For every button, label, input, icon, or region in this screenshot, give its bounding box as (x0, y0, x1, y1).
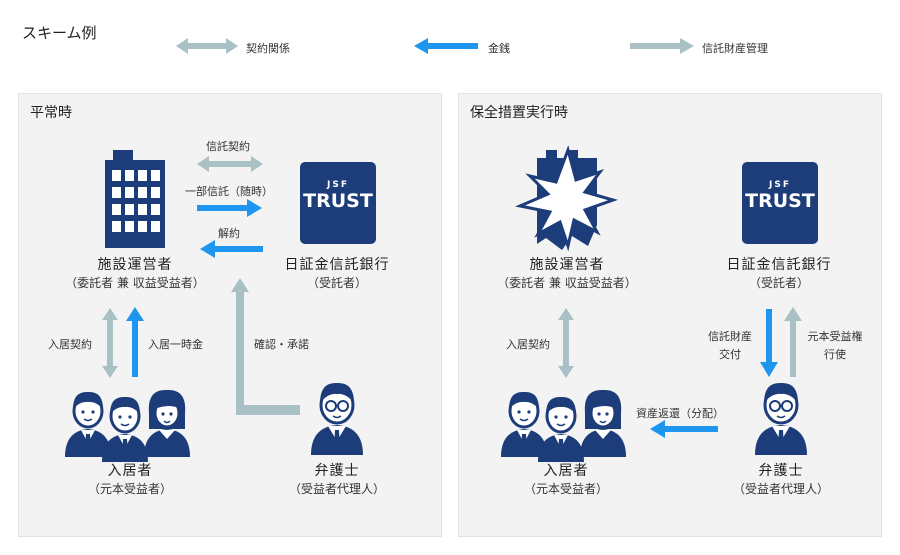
partial-trust-arrow (197, 199, 262, 217)
confirmation-arrow (231, 278, 300, 415)
trust-delivery-label: 信託財産 交付 (700, 328, 760, 364)
residents-sub: （元本受益者） (87, 482, 172, 496)
residents-name: 入居者 (107, 463, 153, 479)
operator-name: 施設運営者 (97, 257, 173, 273)
rights-exercise-arrow (784, 307, 802, 377)
lawyer-name: 弁護士 (314, 463, 360, 479)
rights-exercise-label-line1: 元本受益権 (807, 330, 863, 343)
bank-trust-logo: JSF TRUST (300, 162, 376, 244)
lump-sum-label: 入居一時金 (148, 338, 203, 351)
legend-trust-arrow (630, 38, 694, 54)
residence-contract-arrow (102, 308, 118, 378)
protection-residents-sub: （元本受益者） (523, 482, 608, 496)
repayment-arrow (650, 420, 718, 438)
legend-contract-label: 契約関係 (246, 42, 290, 55)
rights-exercise-label-line2: 行使 (824, 348, 846, 361)
protection-bank-trust-logo: JSF TRUST (742, 162, 818, 244)
lump-sum-arrow (126, 307, 144, 377)
lawyer-icon (309, 381, 365, 457)
cancellation-label: 解約 (218, 227, 240, 240)
logo-jsf-text: JSF (327, 180, 349, 190)
bank-sub: （受託者） (306, 276, 367, 290)
trust-contract-label: 信託契約 (206, 140, 250, 153)
legend-contract-arrow (176, 38, 238, 54)
trust-contract-arrow (197, 156, 263, 172)
confirmation-label: 確認・承諾 (254, 338, 309, 351)
protection-bank-name: 日証金信託銀行 (726, 257, 832, 273)
protection-operator-name: 施設運営者 (529, 257, 605, 273)
protection-residents-name: 入居者 (543, 463, 589, 479)
rights-exercise-label: 元本受益権 行使 (800, 328, 870, 364)
protection-operator-sub: （委託者 兼 収益受益者） (497, 276, 637, 290)
partial-trust-label: 一部信託（随時） (185, 185, 273, 198)
protection-bank-sub: （受託者） (748, 276, 809, 290)
collapsed-building-icon (514, 145, 618, 252)
residence-contract-label: 入居契約 (48, 338, 92, 351)
protection-logo-jsf-text: JSF (769, 180, 791, 190)
operator-building-icon (105, 150, 165, 248)
lawyer-sub: （受益者代理人） (288, 482, 385, 496)
trust-delivery-label-line2: 交付 (719, 348, 741, 361)
bank-name: 日証金信託銀行 (284, 257, 390, 273)
logo-trust-text: TRUST (303, 190, 373, 212)
protection-lawyer-sub: （受益者代理人） (732, 482, 829, 496)
residents-people-icon (63, 388, 192, 464)
protection-logo-trust-text: TRUST (745, 190, 815, 212)
protection-lawyer-name: 弁護士 (758, 463, 804, 479)
trust-delivery-label-line1: 信託財産 (708, 330, 752, 343)
trust-delivery-arrow (760, 309, 778, 377)
operator-sub: （委託者 兼 収益受益者） (65, 276, 205, 290)
legend-trust-label: 信託財産管理 (702, 42, 768, 55)
protection-residents-people-icon (499, 388, 628, 464)
protection-lawyer-icon (753, 381, 809, 457)
normal-panel-title: 平常時 (30, 105, 72, 121)
protection-residence-contract-label: 入居契約 (506, 338, 550, 351)
cancellation-arrow (200, 240, 263, 258)
page-title: スキーム例 (22, 24, 97, 42)
repayment-label: 資産返還（分配） (636, 407, 724, 420)
protection-residence-contract-arrow (558, 308, 574, 378)
legend-money-arrow (414, 38, 478, 54)
legend-money-label: 金銭 (488, 42, 510, 55)
protection-panel-title: 保全措置実行時 (470, 105, 568, 121)
